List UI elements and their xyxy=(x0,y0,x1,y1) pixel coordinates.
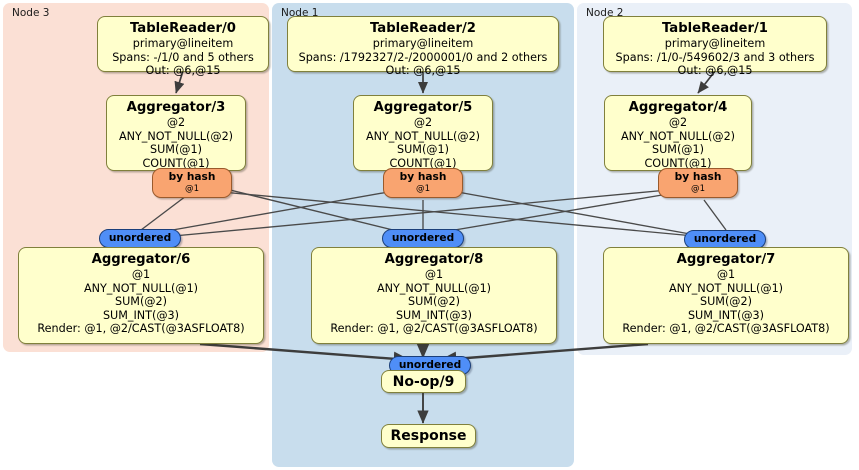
node-detail-agg1: ANY_NOT_NULL(@2) xyxy=(118,129,234,143)
router-by-hash-3[interactable]: by hash @1 xyxy=(152,168,232,198)
node-noop-9[interactable]: No-op/9 xyxy=(381,370,466,393)
node-tablereader-2[interactable]: TableReader/2 primary@lineitem Spans: /1… xyxy=(287,16,559,77)
panel-node3-label: Node 3 xyxy=(12,7,50,19)
node-detail-agg1: ANY_NOT_NULL(@1) xyxy=(376,281,492,295)
node-title: Aggregator/3 xyxy=(126,100,226,115)
router-label: by hash xyxy=(674,171,722,183)
input-label: unordered xyxy=(398,359,462,371)
input-label: unordered xyxy=(108,232,172,244)
input-unordered-6[interactable]: unordered xyxy=(99,229,181,248)
node-title: Response xyxy=(390,428,467,444)
node-detail-group: @2 xyxy=(668,116,688,129)
node-detail-agg2: SUM(@1) xyxy=(150,143,202,157)
node-detail-agg2: SUM(@1) xyxy=(397,143,449,157)
node-detail-agg3: SUM_INT(@3) xyxy=(687,308,765,322)
node-title: Aggregator/7 xyxy=(676,252,776,267)
node-title: TableReader/0 xyxy=(130,21,236,36)
router-by-hash-4[interactable]: by hash @1 xyxy=(658,168,738,198)
node-detail-agg2: SUM(@2) xyxy=(700,295,752,309)
input-label: unordered xyxy=(693,233,757,245)
node-detail-group: @1 xyxy=(424,268,444,281)
node-detail-agg3: COUNT(@1) xyxy=(644,156,712,170)
node-title: TableReader/1 xyxy=(662,21,768,36)
node-detail-out: Out: @6,@15 xyxy=(145,64,221,78)
node-detail-spans: Spans: -/1/0 and 5 others xyxy=(112,50,254,64)
router-column: @1 xyxy=(415,183,431,194)
node-aggregator-4[interactable]: Aggregator/4 @2 ANY_NOT_NULL(@2) SUM(@1)… xyxy=(604,95,752,171)
node-detail-agg3: SUM_INT(@3) xyxy=(395,308,473,322)
node-title: Aggregator/6 xyxy=(91,252,191,267)
node-title: No-op/9 xyxy=(392,374,455,390)
node-aggregator-3[interactable]: Aggregator/3 @2 ANY_NOT_NULL(@2) SUM(@1)… xyxy=(106,95,246,171)
router-column: @1 xyxy=(184,183,200,194)
input-unordered-7[interactable]: unordered xyxy=(684,230,766,249)
node-detail-agg2: SUM(@2) xyxy=(408,295,460,309)
node-detail-group: @1 xyxy=(131,268,151,281)
node-aggregator-6[interactable]: Aggregator/6 @1 ANY_NOT_NULL(@1) SUM(@2)… xyxy=(18,247,264,344)
router-label: by hash xyxy=(399,171,447,183)
node-detail-agg2: SUM(@1) xyxy=(652,143,704,157)
node-detail-group: @1 xyxy=(716,268,736,281)
node-detail-table: primary@lineitem xyxy=(664,37,766,50)
node-detail-agg3: COUNT(@1) xyxy=(389,156,457,170)
node-detail-agg3: SUM_INT(@3) xyxy=(102,308,180,322)
input-label: unordered xyxy=(391,232,455,244)
node-detail-agg1: ANY_NOT_NULL(@1) xyxy=(83,281,199,295)
input-unordered-8[interactable]: unordered xyxy=(382,229,464,248)
node-detail-render: Render: @1, @2/CAST(@3ASFLOAT8) xyxy=(622,322,830,336)
router-column: @1 xyxy=(690,183,706,194)
node-detail-group: @2 xyxy=(166,116,186,129)
node-detail-agg1: ANY_NOT_NULL(@1) xyxy=(668,281,784,295)
node-detail-group: @2 xyxy=(413,116,433,129)
router-label: by hash xyxy=(168,171,216,183)
node-tablereader-1[interactable]: TableReader/1 primary@lineitem Spans: /1… xyxy=(603,16,827,77)
node-detail-table: primary@lineitem xyxy=(372,37,474,50)
node-detail-render: Render: @1, @2/CAST(@3ASFLOAT8) xyxy=(330,322,538,336)
node-detail-table: primary@lineitem xyxy=(132,37,234,50)
node-aggregator-5[interactable]: Aggregator/5 @2 ANY_NOT_NULL(@2) SUM(@1)… xyxy=(353,95,493,171)
node-tablereader-0[interactable]: TableReader/0 primary@lineitem Spans: -/… xyxy=(97,16,269,77)
node-detail-agg1: ANY_NOT_NULL(@2) xyxy=(365,129,481,143)
node-detail-agg3: COUNT(@1) xyxy=(142,156,210,170)
node-detail-spans: Spans: /1/0-/549602/3 and 3 others xyxy=(615,50,815,64)
node-title: Aggregator/4 xyxy=(628,100,728,115)
node-title: Aggregator/8 xyxy=(384,252,484,267)
node-title: Aggregator/5 xyxy=(373,100,473,115)
node-detail-agg1: ANY_NOT_NULL(@2) xyxy=(620,129,736,143)
node-title: TableReader/2 xyxy=(370,21,476,36)
node-detail-spans: Spans: /1792327/2-/2000001/0 and 2 other… xyxy=(298,50,548,64)
node-aggregator-7[interactable]: Aggregator/7 @1 ANY_NOT_NULL(@1) SUM(@2)… xyxy=(603,247,849,344)
node-detail-out: Out: @6,@15 xyxy=(677,64,753,78)
node-detail-agg2: SUM(@2) xyxy=(115,295,167,309)
node-detail-out: Out: @6,@15 xyxy=(385,64,461,78)
router-by-hash-5[interactable]: by hash @1 xyxy=(383,168,463,198)
node-aggregator-8[interactable]: Aggregator/8 @1 ANY_NOT_NULL(@1) SUM(@2)… xyxy=(311,247,557,344)
node-detail-render: Render: @1, @2/CAST(@3ASFLOAT8) xyxy=(37,322,245,336)
node-response[interactable]: Response xyxy=(381,424,476,448)
